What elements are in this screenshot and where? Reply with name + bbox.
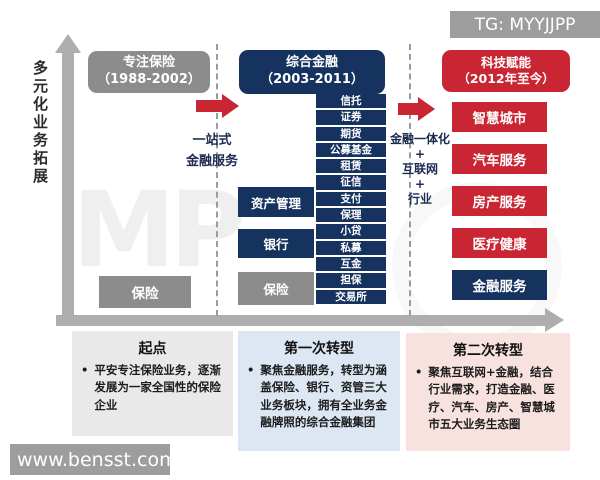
- license-box: 信托: [316, 94, 386, 109]
- license-box: 互金: [316, 256, 386, 272]
- mp-watermark: MP: [72, 169, 246, 291]
- stage2-pillar-asset-management: 资产管理: [238, 187, 314, 217]
- transition1-note-line2: 金融服务: [185, 153, 238, 169]
- stage-divider-2: [409, 44, 411, 316]
- x-axis-arrowhead-icon: [545, 308, 564, 332]
- license-box: 支付: [316, 191, 386, 207]
- stage2-title: 综合金融: [285, 55, 338, 71]
- panel-title: 起点: [138, 341, 167, 357]
- license-box: 征信: [316, 175, 386, 190]
- license-box: 公募基金: [316, 142, 386, 158]
- transition1-note: 一站式 金融服务: [167, 131, 257, 173]
- transition2-note-line: 互联网: [401, 161, 438, 176]
- transition2-note: 金融一体化 + 互联网 + 行业: [384, 132, 456, 206]
- ecosystem-auto-services: 汽车服务: [452, 144, 547, 174]
- stage3-ecosystem-stack: 智慧城市 汽车服务 房产服务 医疗健康 金融服务: [452, 102, 547, 300]
- tg-watermark-badge: TG: MYYJJPP: [450, 11, 600, 38]
- transition1-arrowhead-icon: [222, 94, 239, 118]
- site-watermark-badge: www.bensst.com: [10, 444, 178, 475]
- transition2-note-line: 金融一体化: [389, 132, 450, 146]
- license-box: 担保: [316, 273, 386, 288]
- stage1-title: 专注保险: [122, 55, 175, 71]
- license-box: 租赁: [316, 159, 386, 174]
- license-box: 期货: [316, 126, 386, 141]
- panel-title: 第一次转型: [284, 341, 354, 357]
- transition1-note-line1: 一站式: [192, 133, 232, 148]
- plus-sign: +: [414, 176, 426, 191]
- stage1-period: （1988-2002）: [97, 72, 201, 87]
- panel-text: 平安专注保险业务，逐渐发展为一家全国性的保险企业: [94, 363, 221, 412]
- license-box: 保理: [316, 208, 386, 223]
- timeline-panel-origin: 起点 • 平安专注保险业务，逐渐发展为一家全国性的保险企业: [72, 331, 233, 436]
- ecosystem-smart-city: 智慧城市: [452, 102, 547, 132]
- transition2-arrow: [398, 103, 418, 115]
- bullet-icon: •: [81, 363, 89, 377]
- stage-divider-1: [216, 44, 218, 316]
- panel-text: 聚焦金融服务，转型为涵盖保险、银行、资管三大业务板块，拥有全业务金融牌照的综合金…: [260, 363, 387, 429]
- stage1-header: 专注保险 （1988-2002）: [88, 51, 210, 93]
- y-axis-arrowhead-icon: [55, 34, 81, 53]
- stage2-license-stack: 信托 证券 期货 公募基金 租赁 征信 支付 保理 小贷 私募 互金 担保 交易…: [316, 94, 386, 304]
- bullet-icon: •: [415, 365, 423, 379]
- ecosystem-real-estate-services: 房产服务: [452, 186, 547, 216]
- stage2-pillar-insurance: 保险: [238, 272, 314, 305]
- ecosystem-healthcare: 医疗健康: [452, 228, 547, 258]
- timeline-panel-second-transformation: 第二次转型 • 聚焦互联网+金融，结合行业需求，打造金融、医疗、汽车、房产、智慧…: [406, 333, 570, 451]
- plus-sign: +: [414, 146, 426, 161]
- panel-title: 第二次转型: [453, 343, 523, 359]
- ecosystem-financial-services: 金融服务: [452, 270, 547, 300]
- license-box: 交易所: [316, 289, 386, 304]
- timeline-panel-first-transformation: 第一次转型 • 聚焦金融服务，转型为涵盖保险、银行、资管三大业务板块，拥有全业务…: [238, 331, 400, 451]
- x-axis-arrow: [56, 315, 546, 326]
- bullet-icon: •: [247, 363, 255, 377]
- stage2-header: 综合金融 （2003-2011）: [239, 50, 385, 94]
- license-box: 私募: [316, 240, 386, 255]
- stage3-period: （2012年至今）: [457, 71, 555, 86]
- license-box: 小贷: [316, 224, 386, 239]
- stage1-insurance-box: 保险: [99, 276, 191, 308]
- y-axis-arrow: [62, 52, 74, 316]
- transition2-arrowhead-icon: [418, 97, 435, 121]
- stage3-header: 科技赋能 （2012年至今）: [442, 50, 570, 92]
- transition2-note-line: 行业: [407, 191, 432, 206]
- stage3-title: 科技赋能: [480, 54, 531, 70]
- transition1-arrow: [196, 100, 222, 112]
- panel-text: 聚焦互联网+金融，结合行业需求，打造金融、医疗、汽车、房产、智慧城市五大业务生态…: [428, 365, 555, 431]
- y-axis-label: 多元化业务拓展: [31, 60, 49, 186]
- license-box: 证券: [316, 110, 386, 125]
- stage2-period: （2003-2011）: [260, 72, 364, 87]
- stage2-pillar-bank: 银行: [238, 229, 314, 258]
